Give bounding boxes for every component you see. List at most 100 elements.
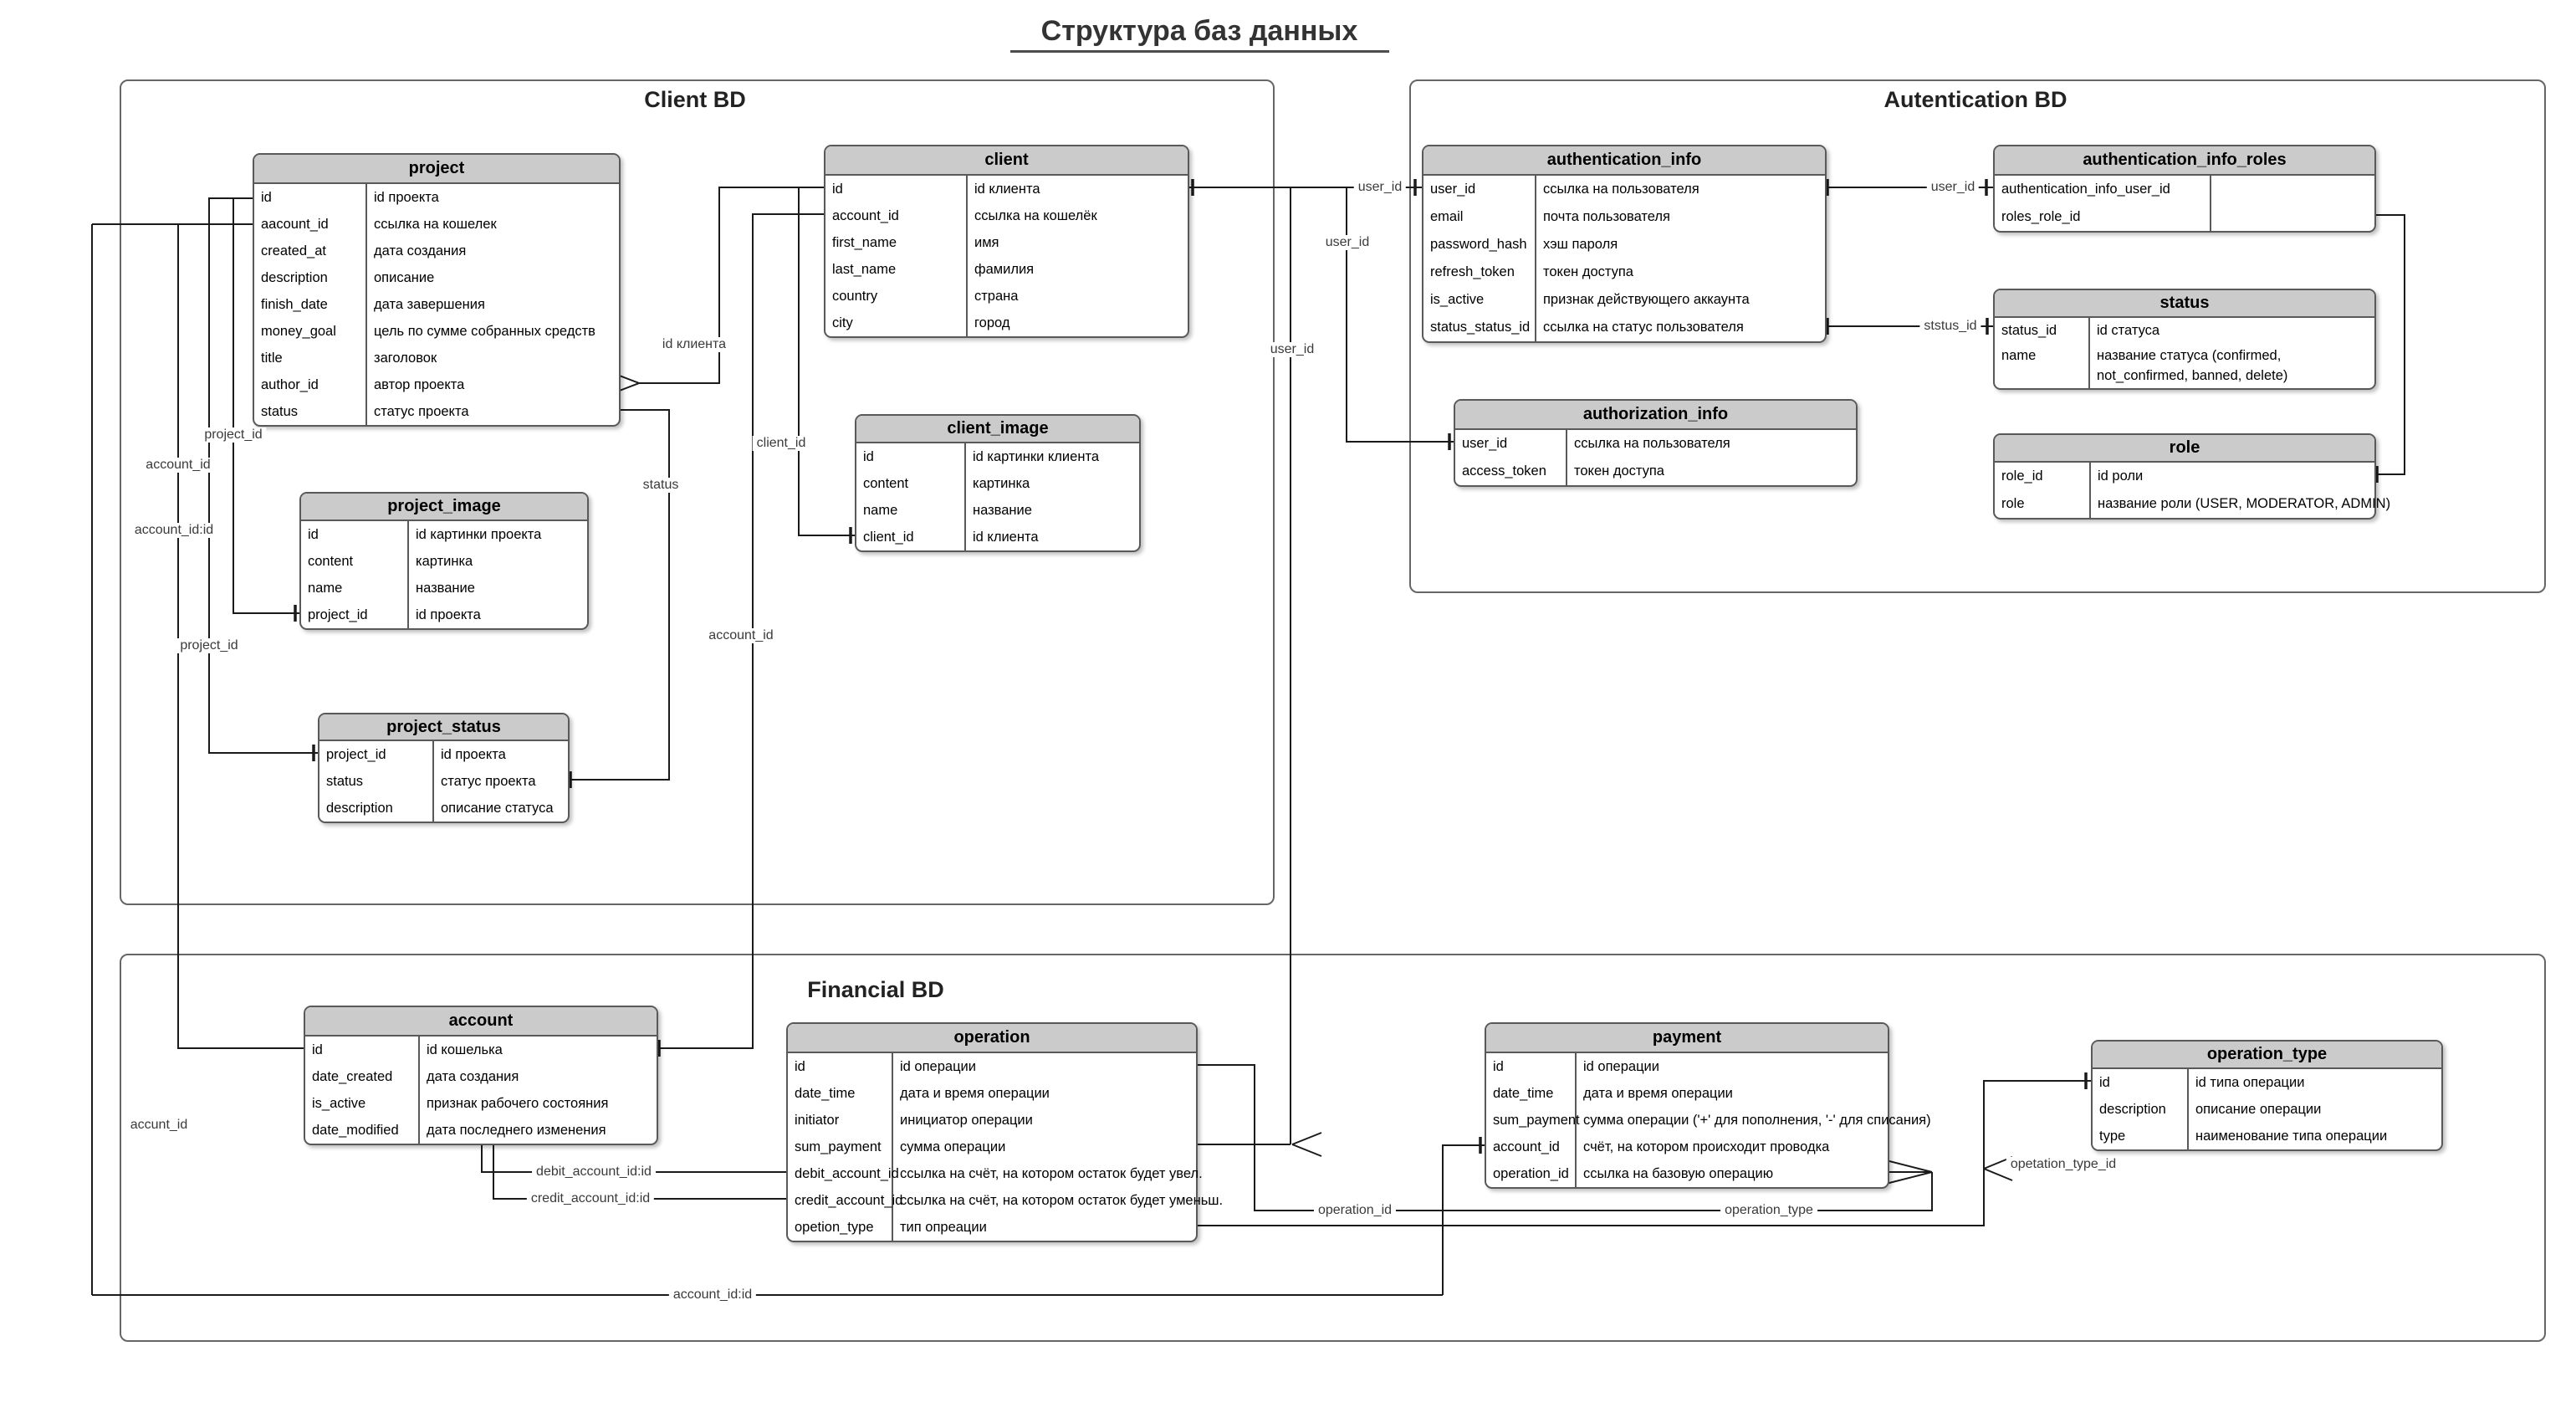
field-name-cell: type — [2093, 1123, 2189, 1149]
field-desc-cell: название роли (USER, MODERATOR, ADMIN) — [2098, 496, 2391, 511]
field-name-cell: date_modified — [305, 1117, 420, 1144]
field-name-cell: id — [2093, 1069, 2189, 1096]
field-name-cell: account_id — [825, 202, 968, 229]
table-row: status_status_id ссылка на статус пользов… — [1423, 314, 1825, 341]
field-name-cell: description — [319, 795, 434, 822]
field-desc-cell: id роли — [2098, 468, 2144, 484]
field-desc-cell: автор проекта — [374, 377, 465, 392]
field-desc-cell: id операции — [1583, 1059, 1659, 1074]
field-name-cell: is_active — [1423, 286, 1536, 314]
table-row: author_id автор проекта — [254, 371, 619, 398]
field-name-cell: city — [825, 310, 968, 336]
table-title: project_status — [319, 714, 568, 741]
field-desc-cell: сумма операции — [900, 1139, 1006, 1154]
field-desc-cell: статус проекта — [441, 774, 536, 789]
field-name-cell: user_id — [1423, 176, 1536, 203]
field-name-cell: refresh_token — [1423, 258, 1536, 286]
field-desc-cell: id проекта — [441, 747, 506, 762]
table-title: account — [305, 1007, 657, 1037]
field-desc-cell: признак рабочего состояния — [427, 1096, 609, 1111]
field-desc-cell: ссылка на счёт, на котором остаток будет… — [900, 1166, 1203, 1181]
field-desc-cell: фамилия — [974, 262, 1035, 277]
field-desc-cell — [2211, 176, 2374, 203]
table-row: user_id ссылка на пользователя — [1455, 430, 1856, 458]
field-name-cell: date_created — [305, 1063, 420, 1090]
edge-label: user_id — [1321, 235, 1374, 250]
field-name-cell: date_time — [1486, 1080, 1577, 1107]
field-name-cell: status_status_id — [1423, 314, 1536, 341]
field-desc-cell: дата и время операции — [900, 1086, 1050, 1101]
edge-label: user_id — [1265, 342, 1319, 357]
field-desc-cell: хэш пароля — [1543, 237, 1618, 252]
field-desc-cell — [2211, 203, 2374, 231]
field-name-cell: description — [254, 264, 367, 291]
edge-label: project_id — [200, 427, 267, 443]
edge-label: status — [638, 478, 683, 493]
field-name-cell: email — [1423, 203, 1536, 231]
edge-label: operation_type — [1720, 1203, 1817, 1218]
field-name-cell: author_id — [254, 371, 367, 398]
field-desc-cell: ссылка на пользователя — [1574, 436, 1730, 451]
group-client-bd-label: Client BD — [644, 87, 746, 112]
field-name-cell: name — [301, 575, 409, 601]
table-title: authorization_info — [1455, 401, 1856, 430]
field-name-cell: user_id — [1455, 430, 1567, 458]
table-title: authentication_info — [1423, 146, 1825, 176]
field-desc-cell: название — [416, 581, 475, 596]
field-name-cell: role — [1995, 490, 2091, 518]
table-title: payment — [1486, 1024, 1888, 1053]
field-desc-cell: название — [973, 503, 1032, 518]
field-name-cell: authentication_info_user_id — [1995, 176, 2211, 203]
table-row: roles_role_id — [1995, 203, 2374, 231]
edge-label: user_id — [1926, 180, 1980, 195]
edge-label: account_id — [704, 628, 778, 643]
field-name-cell: content — [856, 470, 966, 497]
edge-label: ststus_id — [1919, 319, 1981, 334]
edge-label: operation_id — [1313, 1203, 1397, 1218]
table-title: status — [1995, 290, 2374, 318]
field-desc-cell: ссылка на базовую операцию — [1583, 1166, 1774, 1181]
field-name-cell: status — [319, 768, 434, 795]
field-desc-cell: признак действующего аккаунта — [1543, 292, 1750, 307]
field-name-cell: first_name — [825, 229, 968, 256]
field-name-cell: project_id — [301, 601, 409, 628]
group-autentication-bd-label: Autentication BD — [1883, 87, 2067, 112]
field-desc-cell: ссылка на статус пользователя — [1543, 320, 1744, 335]
field-name-cell: account_id — [1486, 1134, 1577, 1160]
field-name-cell: status — [254, 398, 367, 425]
field-name-cell: id — [1486, 1053, 1577, 1080]
field-desc-cell: статус проекта — [374, 404, 469, 419]
field-desc-cell: дата создания — [427, 1069, 519, 1084]
title-underline — [1010, 50, 1389, 53]
field-name-cell: id — [825, 176, 968, 202]
table-title: operation — [788, 1024, 1196, 1053]
field-name-cell: id — [305, 1037, 420, 1063]
edge-label: id клиента — [657, 337, 731, 352]
table-row: status статус проекта — [319, 768, 568, 795]
table-title: client — [825, 146, 1188, 176]
